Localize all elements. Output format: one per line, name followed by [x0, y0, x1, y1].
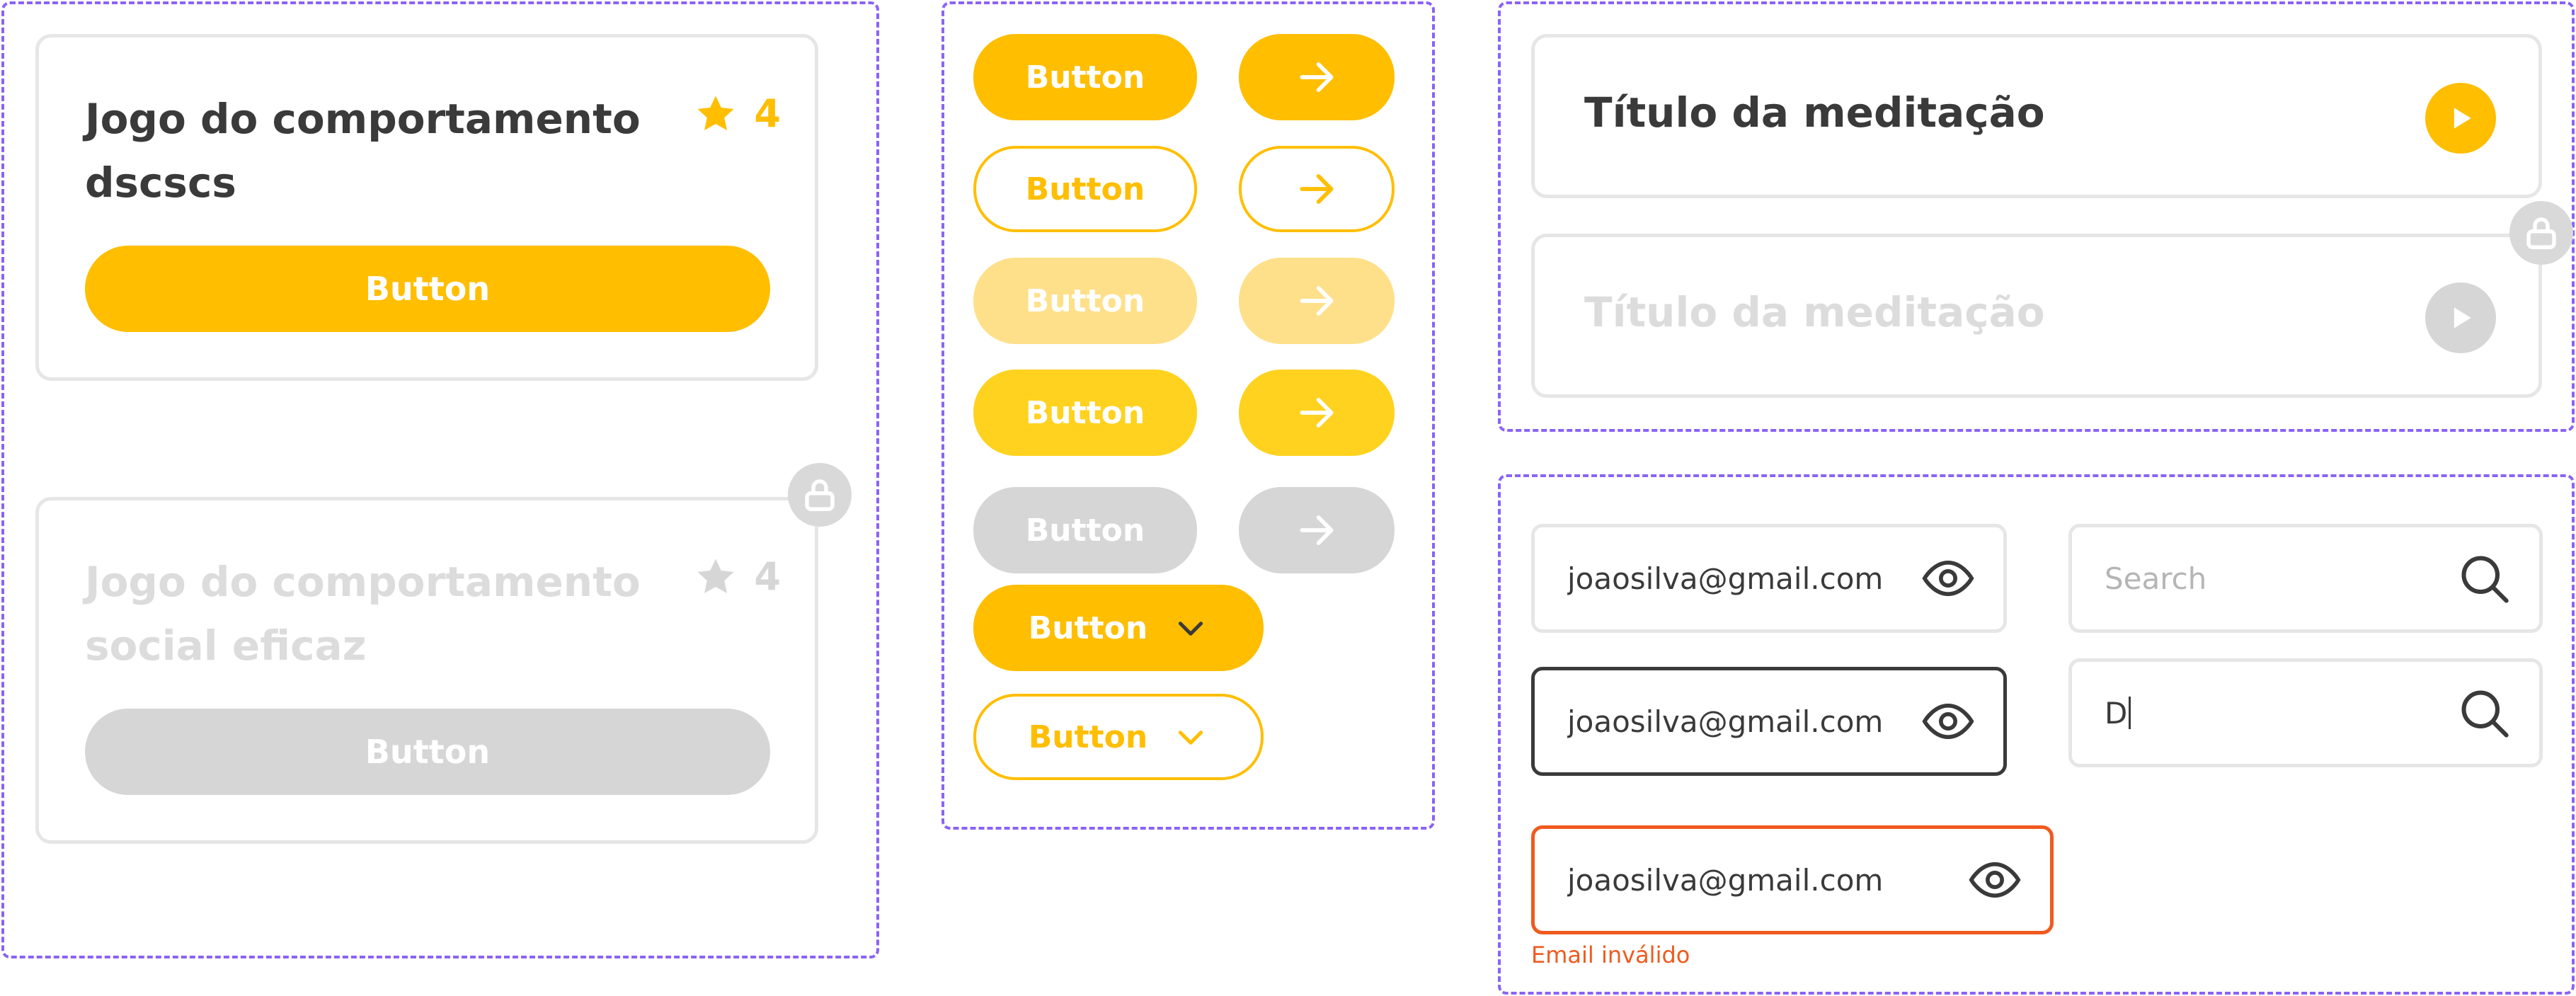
game-card-locked: Jogo do comportamento social eficaz 4 Bu… — [35, 497, 818, 844]
rating-value: 4 — [754, 91, 781, 136]
search-field-typing[interactable]: D — [2068, 658, 2543, 767]
meditation-title: Título da meditação — [1584, 88, 2045, 137]
eye-icon[interactable] — [1968, 853, 2022, 907]
card-title: Jogo do comportamento social eficaz — [85, 558, 641, 670]
search-icon[interactable] — [2457, 686, 2511, 740]
play-icon — [2454, 307, 2471, 328]
hover-button[interactable]: Button — [973, 370, 1197, 456]
meditation-item-locked: Título da meditação — [1531, 234, 2542, 398]
card-rating: 4 — [694, 554, 781, 599]
email-field[interactable] — [1531, 524, 2007, 633]
eye-icon[interactable] — [1921, 551, 1975, 605]
dropdown-button-label: Button — [1028, 719, 1148, 755]
outline-dropdown-button[interactable]: Button — [973, 694, 1264, 780]
play-icon — [2454, 108, 2471, 129]
buttons-frame — [941, 1, 1435, 830]
arrow-right-icon — [1300, 286, 1334, 316]
email-field-focused[interactable] — [1531, 667, 2007, 776]
email-input[interactable] — [1567, 561, 1921, 596]
card-rating: 4 — [694, 91, 781, 136]
card-title: Jogo do comportamento dscscs — [85, 95, 641, 207]
outline-arrow-button[interactable] — [1239, 146, 1395, 232]
primary-button[interactable]: Button — [973, 34, 1197, 120]
search-field[interactable] — [2068, 524, 2543, 633]
cards-frame — [1, 1, 879, 958]
hover-arrow-button[interactable] — [1239, 370, 1395, 456]
eye-icon[interactable] — [1921, 694, 1975, 748]
disabled-button: Button — [973, 487, 1197, 573]
card-action-button[interactable]: Button — [85, 246, 770, 332]
search-icon[interactable] — [2457, 551, 2511, 605]
arrow-right-icon — [1300, 62, 1334, 92]
light-arrow-button[interactable] — [1239, 258, 1395, 344]
chevron-down-icon — [1179, 731, 1203, 745]
chevron-down-icon — [1179, 622, 1203, 636]
search-input[interactable] — [2105, 561, 2457, 596]
email-input[interactable] — [1567, 862, 1968, 898]
play-button-disabled — [2425, 282, 2496, 353]
disabled-arrow-button — [1239, 487, 1395, 573]
email-input[interactable] — [1567, 704, 1921, 739]
star-icon — [697, 96, 734, 130]
arrow-right-icon — [1300, 398, 1334, 428]
email-field-error[interactable] — [1531, 825, 2054, 934]
lock-icon — [2509, 201, 2573, 265]
arrow-right-icon — [1300, 515, 1334, 545]
meditation-title: Título da meditação — [1584, 288, 2045, 336]
search-typed-text: D — [2105, 695, 2128, 731]
meditation-item[interactable]: Título da meditação — [1531, 34, 2542, 198]
star-icon — [697, 559, 734, 593]
dropdown-button-label: Button — [1028, 609, 1148, 646]
text-caret — [2129, 697, 2131, 729]
light-button[interactable]: Button — [973, 258, 1197, 344]
card-action-button-disabled: Button — [85, 709, 770, 795]
arrow-right-icon — [1300, 174, 1334, 204]
inputs-frame — [1498, 474, 2575, 995]
meditation-frame — [1498, 1, 2575, 432]
primary-arrow-button[interactable] — [1239, 34, 1395, 120]
rating-value: 4 — [754, 554, 781, 599]
play-button[interactable] — [2425, 83, 2496, 154]
game-card: Jogo do comportamento dscscs 4 Button — [35, 34, 818, 381]
lock-icon — [788, 463, 852, 527]
dropdown-button[interactable]: Button — [973, 585, 1264, 671]
outline-button[interactable]: Button — [973, 146, 1197, 232]
search-input-typing[interactable]: D — [2105, 696, 2457, 731]
error-message: Email inválido — [1531, 941, 1690, 968]
